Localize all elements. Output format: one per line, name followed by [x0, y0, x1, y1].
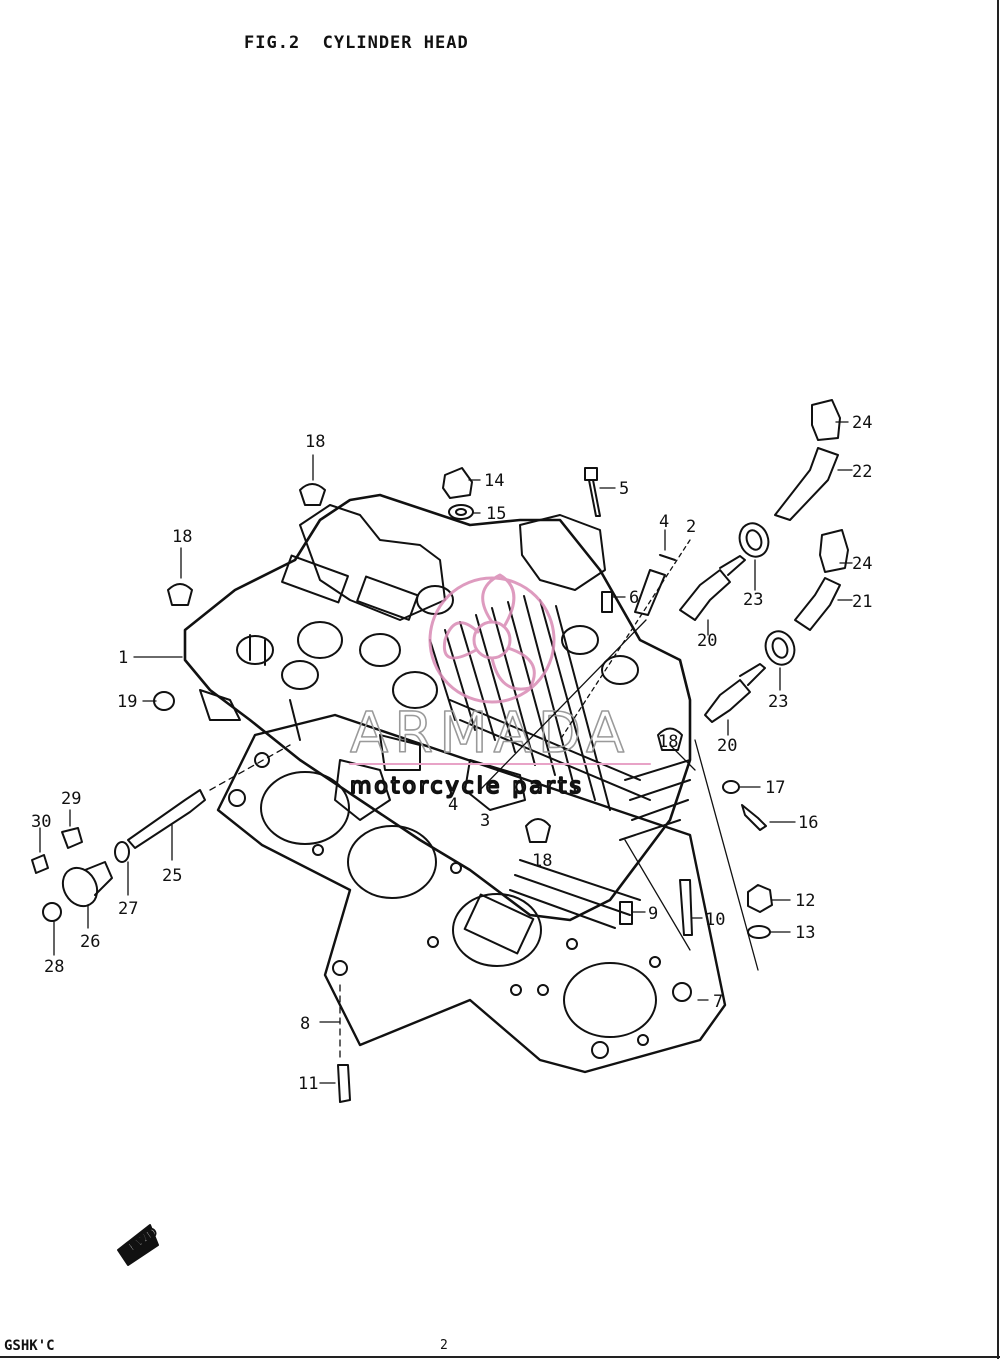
callout-1: 1 — [118, 648, 128, 668]
page-border-right — [997, 0, 999, 1359]
callout-11: 11 — [298, 1074, 318, 1094]
head-gasket-drawing — [216, 713, 727, 1074]
callout-13: 13 — [795, 923, 815, 943]
footer-model-code: GSHK'C — [4, 1338, 55, 1354]
watermark-brand: ARMADA — [350, 701, 630, 766]
callout-18b: 18 — [172, 527, 192, 547]
callout-9: 9 — [648, 904, 658, 924]
page-border-bottom — [0, 1356, 1000, 1358]
callout-25: 25 — [162, 866, 182, 886]
callout-8: 8 — [300, 1014, 310, 1034]
cylinder-head-drawing — [183, 493, 692, 929]
callout-12: 12 — [795, 891, 815, 911]
callout-24a: 24 — [852, 413, 872, 433]
callout-21: 21 — [852, 592, 872, 612]
callout-29: 29 — [61, 789, 81, 809]
callout-20a: 20 — [697, 631, 717, 651]
callout-5: 5 — [619, 479, 629, 499]
callout-30: 30 — [31, 812, 51, 832]
callout-18d: 18 — [532, 851, 552, 871]
callout-26: 26 — [80, 932, 100, 952]
small-parts-drawing — [31, 399, 849, 1266]
callout-10: 10 — [705, 910, 725, 930]
callout-4b: 4 — [448, 795, 458, 815]
callout-6: 6 — [629, 588, 639, 608]
callout-23a: 23 — [743, 590, 763, 610]
callout-4a: 4 — [659, 512, 669, 532]
watermark-logo — [428, 573, 556, 704]
callout-27: 27 — [118, 899, 138, 919]
leader-lines — [39, 421, 853, 1084]
callout-18c: 18 — [658, 732, 678, 752]
callout-23b: 23 — [768, 692, 788, 712]
callout-22: 22 — [852, 462, 872, 482]
callout-20b: 20 — [717, 736, 737, 756]
callout-14: 14 — [484, 471, 504, 491]
callout-7: 7 — [713, 992, 723, 1012]
callout-17: 17 — [765, 778, 785, 798]
footer-page-number: 2 — [440, 1338, 448, 1353]
callout-numbers: 1 2 3 4 4 5 6 7 8 9 10 11 12 13 14 15 16… — [31, 413, 872, 1094]
watermark-subtitle: motorcycle parts — [350, 774, 584, 799]
callout-18a: 18 — [305, 432, 325, 452]
callout-19: 19 — [117, 692, 137, 712]
callout-3: 3 — [480, 811, 490, 831]
callout-15: 15 — [486, 504, 506, 524]
callout-16: 16 — [798, 813, 818, 833]
callout-28: 28 — [44, 957, 64, 977]
callout-24b: 24 — [852, 554, 872, 574]
figure-title: FIG.2 CYLINDER HEAD — [244, 33, 469, 53]
callout-2: 2 — [686, 517, 696, 537]
